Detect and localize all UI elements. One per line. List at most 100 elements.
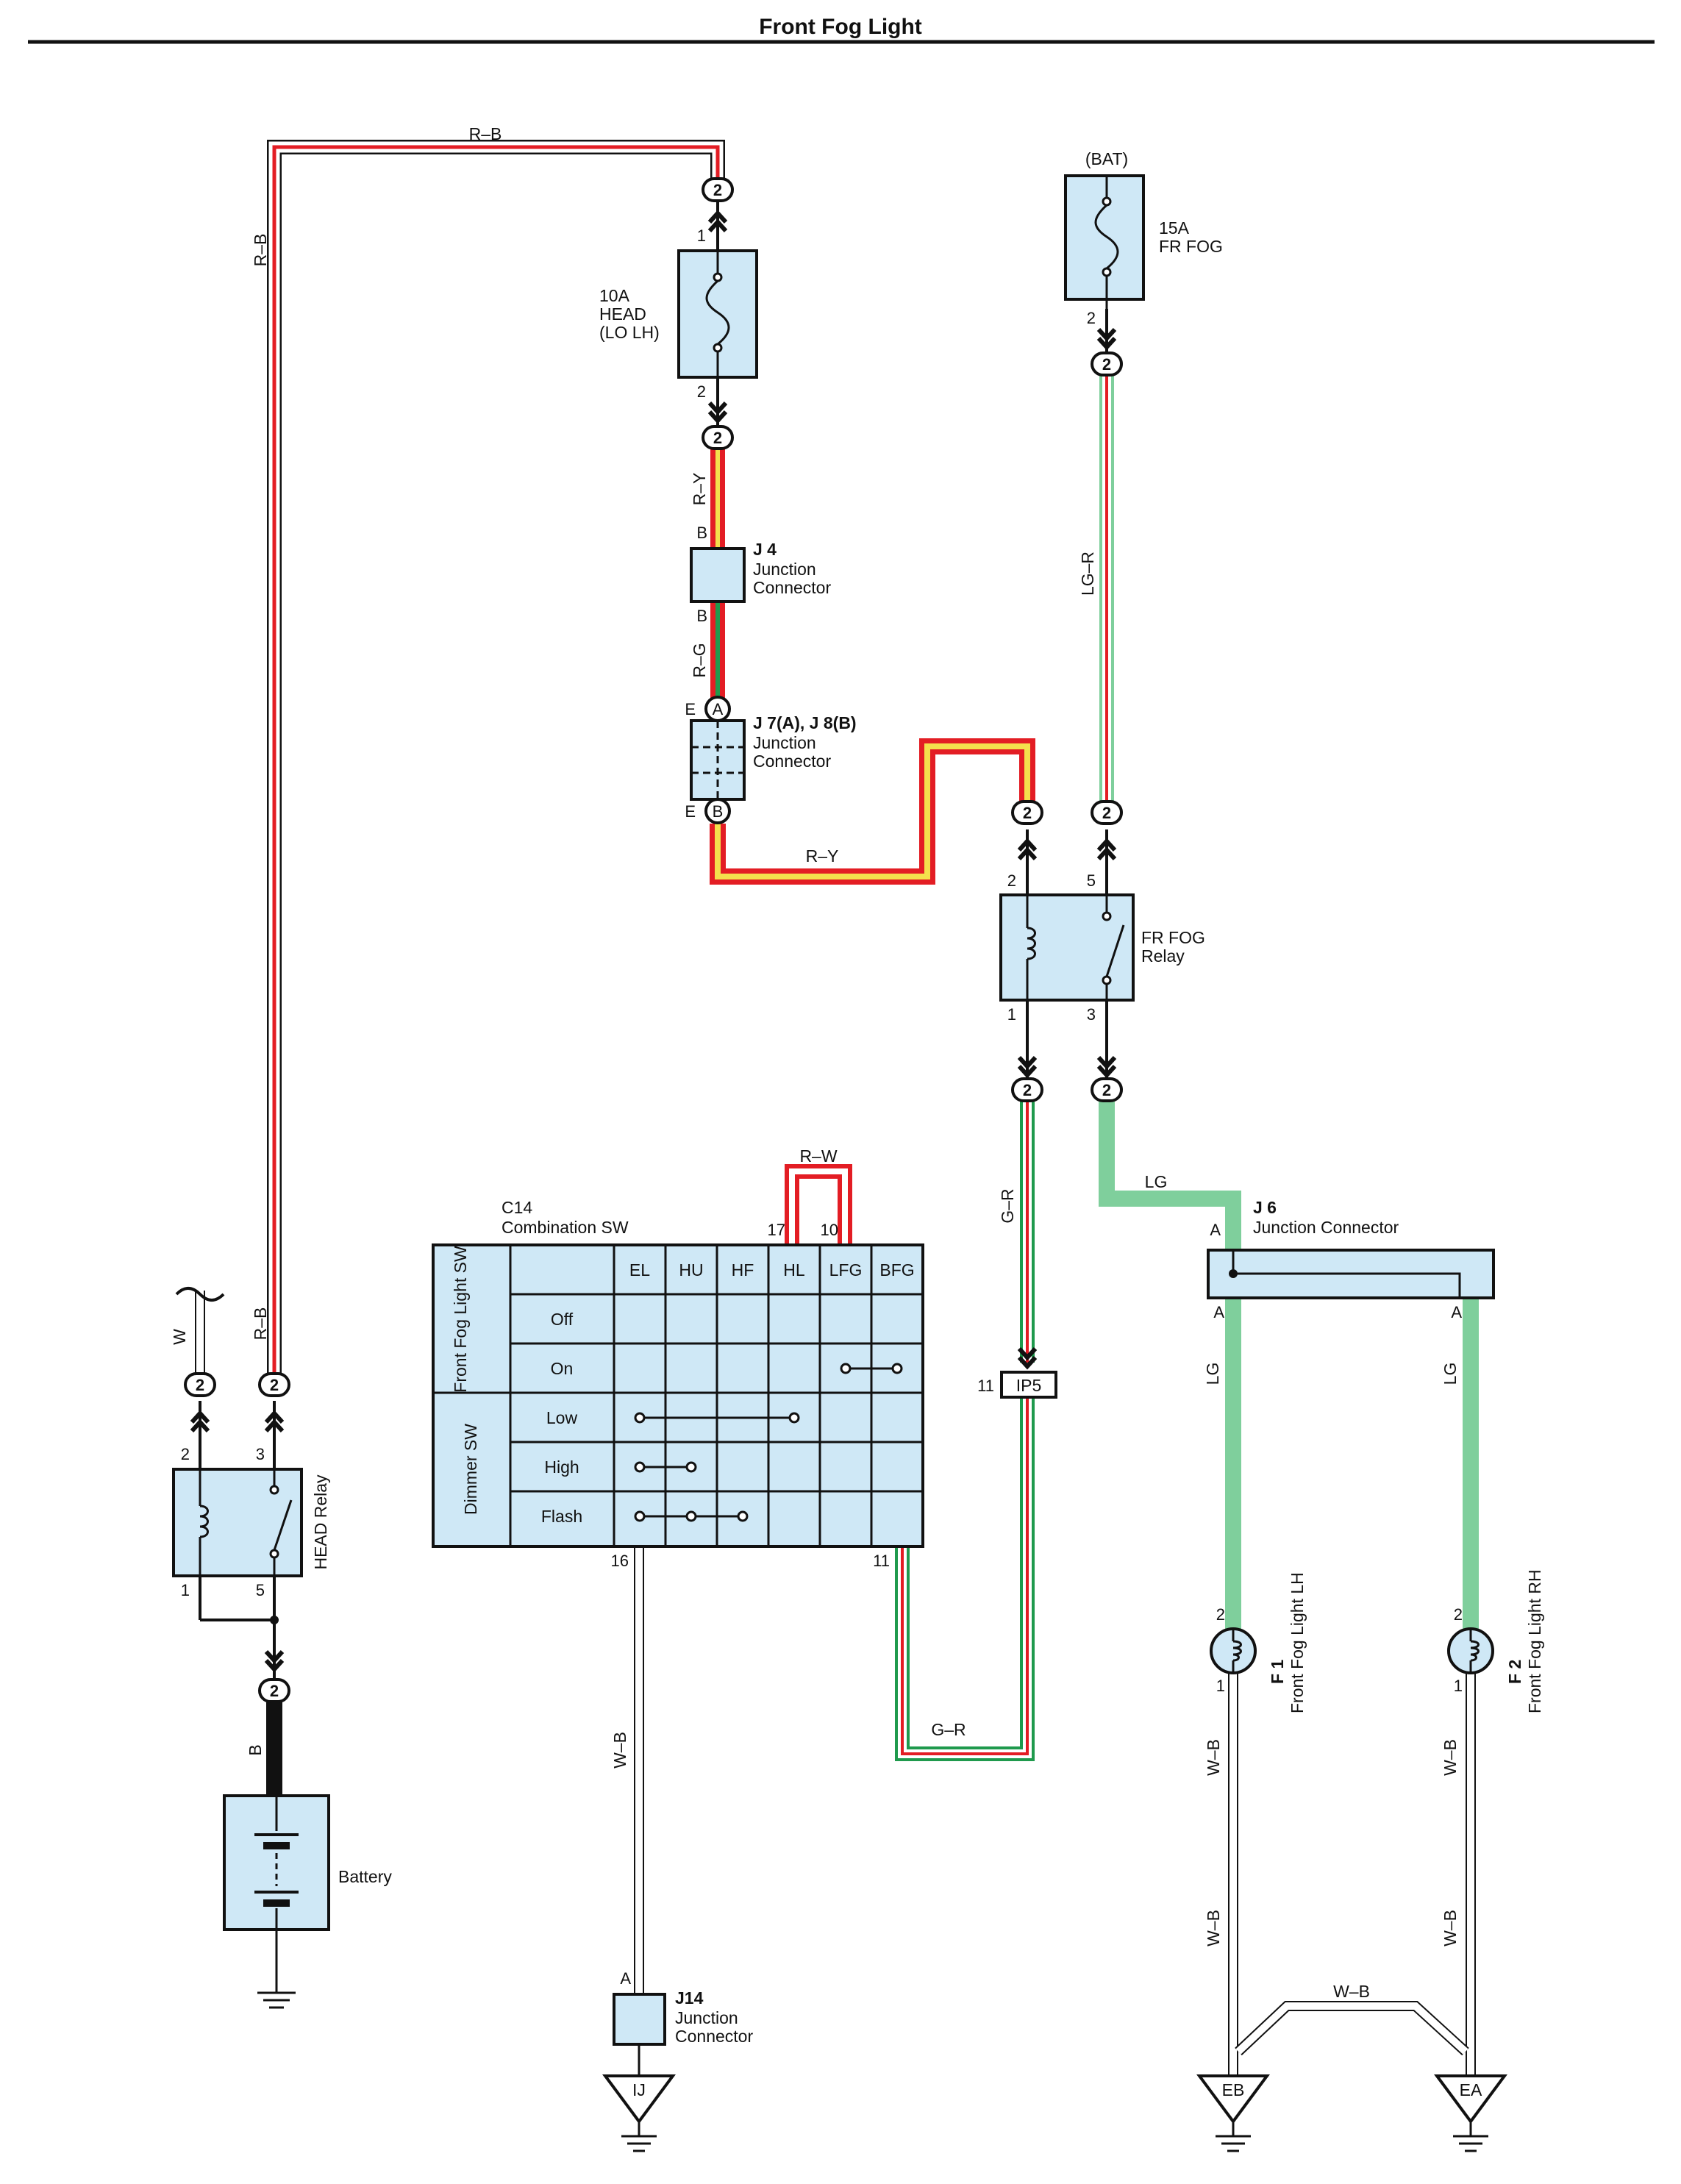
- wire-label: G–R: [931, 1720, 966, 1739]
- connector-lgr: 2: [1091, 800, 1123, 825]
- pin-label: 11: [873, 1552, 890, 1570]
- pin-label: 3: [256, 1445, 265, 1463]
- wire-ry-lower: [710, 738, 1035, 885]
- connector-head-top: 2: [702, 177, 734, 202]
- continuity-low: [634, 1412, 800, 1424]
- table-row-label: High: [544, 1457, 579, 1477]
- svg-text:2: 2: [270, 1376, 279, 1394]
- relay-frfog-label: Relay: [1141, 946, 1185, 966]
- wire-label: LG–R: [1078, 552, 1097, 596]
- pin-label: 17: [768, 1221, 785, 1239]
- relay-frfog: [999, 893, 1135, 1002]
- wire-label: LG: [1203, 1363, 1222, 1385]
- wire-label: G–R: [998, 1188, 1017, 1223]
- fuse-head-label: (LO LH): [599, 323, 660, 342]
- svg-text:2: 2: [270, 1682, 279, 1700]
- junction-j14-label: Connector: [675, 2027, 753, 2046]
- fog-light-lh-id: F 1: [1268, 1660, 1287, 1684]
- fog-light-lh-label: Front Fog Light LH: [1288, 1572, 1307, 1713]
- svg-text:EB: EB: [1222, 2080, 1245, 2099]
- junction-j4-label: Connector: [753, 578, 831, 597]
- ground-icon: [257, 1930, 296, 2009]
- wire-label: W–B: [1204, 1910, 1223, 1946]
- junction-j4-id: J 4: [753, 540, 777, 559]
- pin-label: 2: [1216, 1605, 1225, 1624]
- svg-text:B: B: [713, 802, 724, 821]
- pin-label: 2: [697, 382, 706, 401]
- table-group-label: Dimmer SW: [461, 1424, 480, 1515]
- wire-gr: [895, 1101, 1035, 1761]
- pin-label: A: [1210, 1221, 1221, 1239]
- svg-text:2: 2: [196, 1376, 204, 1394]
- ground-ea: EA: [1434, 2074, 1507, 2152]
- pin-label: 1: [1007, 1005, 1016, 1024]
- svg-text:IJ: IJ: [632, 2080, 646, 2099]
- svg-text:2: 2: [1023, 1081, 1032, 1099]
- svg-text:2: 2: [1023, 804, 1032, 822]
- continuity-on: [840, 1363, 903, 1374]
- wire-label: R–Y: [690, 473, 709, 506]
- svg-text:A: A: [713, 700, 724, 718]
- pin-label: B: [696, 607, 707, 625]
- continuity-flash: [634, 1510, 749, 1522]
- fuse-head-label: HEAD: [599, 304, 646, 324]
- wire-label: R–Y: [806, 846, 839, 866]
- combination-switch-table: EL HU HF HL LFG BFG Front Fog Light SW D…: [432, 1243, 924, 1548]
- table-group-label: Front Fog Light SW: [451, 1246, 470, 1393]
- junction-j7-label: Junction: [753, 733, 816, 752]
- svg-text:2: 2: [713, 429, 722, 447]
- junction-j4: [690, 547, 746, 603]
- fuse-head: [677, 249, 758, 379]
- wire-label: W–B: [1333, 1982, 1370, 2001]
- pin-label: E: [685, 700, 696, 718]
- junction-j6-label: Junction Connector: [1253, 1218, 1399, 1237]
- table-header: EL: [629, 1260, 650, 1280]
- svg-text:2: 2: [1102, 804, 1111, 822]
- pin-label: 1: [1454, 1677, 1463, 1695]
- pin-label: A: [620, 1969, 631, 1988]
- svg-text:2: 2: [1102, 1081, 1111, 1099]
- connector-j7-a: A: [704, 696, 731, 722]
- fuse-frfog: [1064, 174, 1145, 309]
- wire-wb-lights: [1228, 1669, 1476, 2076]
- table-row-label: Off: [551, 1310, 574, 1329]
- wire-label: B: [246, 1744, 265, 1755]
- pin-label: 16: [611, 1552, 629, 1570]
- table-header: HF: [732, 1260, 754, 1280]
- pin-label: 2: [1007, 871, 1016, 890]
- wire-label: W–B: [610, 1732, 629, 1769]
- relay-head: [172, 1468, 303, 1577]
- connector-j7-b: B: [704, 798, 731, 824]
- wire-label: R–G: [690, 643, 709, 677]
- svg-text:2: 2: [713, 181, 722, 199]
- fog-light-lh: [1210, 1627, 1257, 1674]
- connector-relay-3: 2: [1091, 1077, 1123, 1102]
- pin-label: 2: [1454, 1605, 1463, 1624]
- battery: [223, 1794, 330, 1931]
- pin-label: A: [1213, 1303, 1224, 1321]
- wire-label: W–B: [1204, 1739, 1223, 1776]
- wire-label: W–B: [1441, 1739, 1460, 1776]
- table-header: HL: [783, 1260, 805, 1280]
- wire-label: R–W: [799, 1146, 837, 1166]
- continuity-high: [634, 1461, 697, 1473]
- junction-j14-label: Junction: [675, 2008, 738, 2027]
- pin-label: 1: [181, 1581, 190, 1599]
- connector-headrelay-2: 2: [184, 1372, 216, 1397]
- table-header: HU: [679, 1260, 703, 1280]
- table-row-label: On: [551, 1359, 574, 1378]
- battery-label: Battery: [338, 1867, 392, 1886]
- wire-label: R–B: [251, 234, 270, 267]
- fog-light-rh-id: F 2: [1505, 1660, 1524, 1684]
- connector-ip5: [1000, 1371, 1057, 1399]
- relay-head-label: HEAD Relay: [311, 1474, 330, 1570]
- junction-j6: [1207, 1249, 1495, 1299]
- pin-label: B: [696, 524, 707, 542]
- relay-frfog-label: FR FOG: [1141, 928, 1205, 947]
- junction-j14: [613, 1993, 666, 2046]
- fog-light-rh-label: Front Fog Light RH: [1525, 1569, 1544, 1713]
- c14-name: Combination SW: [502, 1218, 629, 1237]
- table-header: BFG: [879, 1260, 914, 1280]
- fuse-frfog-source: (BAT): [1085, 149, 1128, 168]
